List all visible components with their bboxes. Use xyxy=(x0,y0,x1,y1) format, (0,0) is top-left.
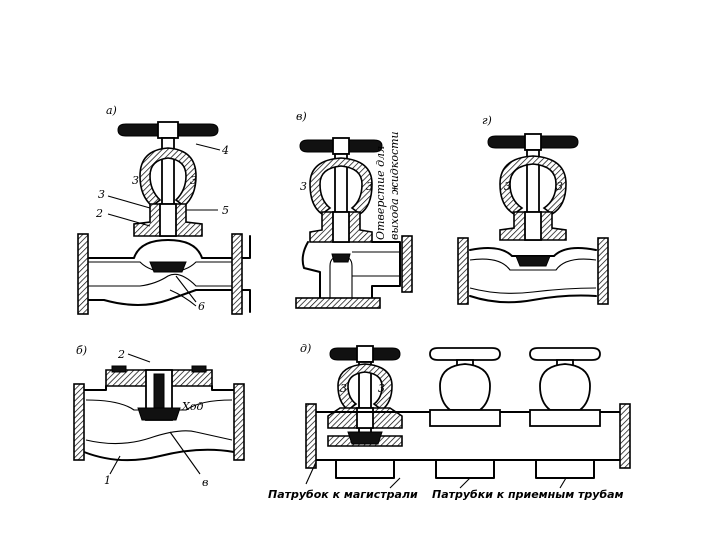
figure-a-number-2: 2 xyxy=(95,207,103,220)
figure-d-caption-main: Патрубок к магистрали xyxy=(268,488,418,501)
figure-d-letter: д) xyxy=(300,342,311,355)
figure-v-note-line2: выхода жидкости xyxy=(388,131,401,240)
figure-a-number-3: 3 xyxy=(98,188,105,201)
figure-g-valve: г) 3 3 xyxy=(457,114,609,305)
figure-a-letter: а) xyxy=(106,104,117,117)
figure-b-valve: б) 2 Ход 1 в xyxy=(73,344,245,489)
figure-v-letter: в) xyxy=(296,110,307,123)
svg-text:3: 3 xyxy=(300,180,307,193)
figure-d-manifold: д) 3 3 Патрубок к магис xyxy=(268,342,631,501)
figure-d-caption-branches: Патрубки к приемным трубам xyxy=(432,488,624,501)
figure-b-number-2: 2 xyxy=(117,348,125,361)
svg-text:3: 3 xyxy=(556,180,563,193)
figure-b-number-v: в xyxy=(202,476,208,489)
figure-v-angle-valve: в) 3 3 Отверстие для выхода жидкости xyxy=(295,110,413,309)
figure-g-letter: г) xyxy=(482,114,492,127)
svg-text:3: 3 xyxy=(504,180,511,193)
svg-text:3: 3 xyxy=(340,382,347,395)
svg-text:3: 3 xyxy=(366,180,373,193)
figure-a-number-4: 4 xyxy=(221,144,229,157)
figure-a-number-6: 6 xyxy=(198,300,205,313)
figure-b-letter: б) xyxy=(76,344,87,357)
figure-b-number-1: 1 xyxy=(104,474,111,487)
figure-a-handwheel xyxy=(117,121,219,139)
svg-text:3: 3 xyxy=(190,174,197,187)
svg-text:3: 3 xyxy=(132,174,139,187)
figure-a-globe-valve: а) 3 3 4 3 2 5 6 xyxy=(77,104,251,315)
figure-v-note-line1: Отверстие для xyxy=(374,146,387,240)
figure-a-number-5: 5 xyxy=(222,204,229,217)
figure-b-stroke-note: Ход xyxy=(181,400,203,413)
svg-text:3: 3 xyxy=(378,382,385,395)
